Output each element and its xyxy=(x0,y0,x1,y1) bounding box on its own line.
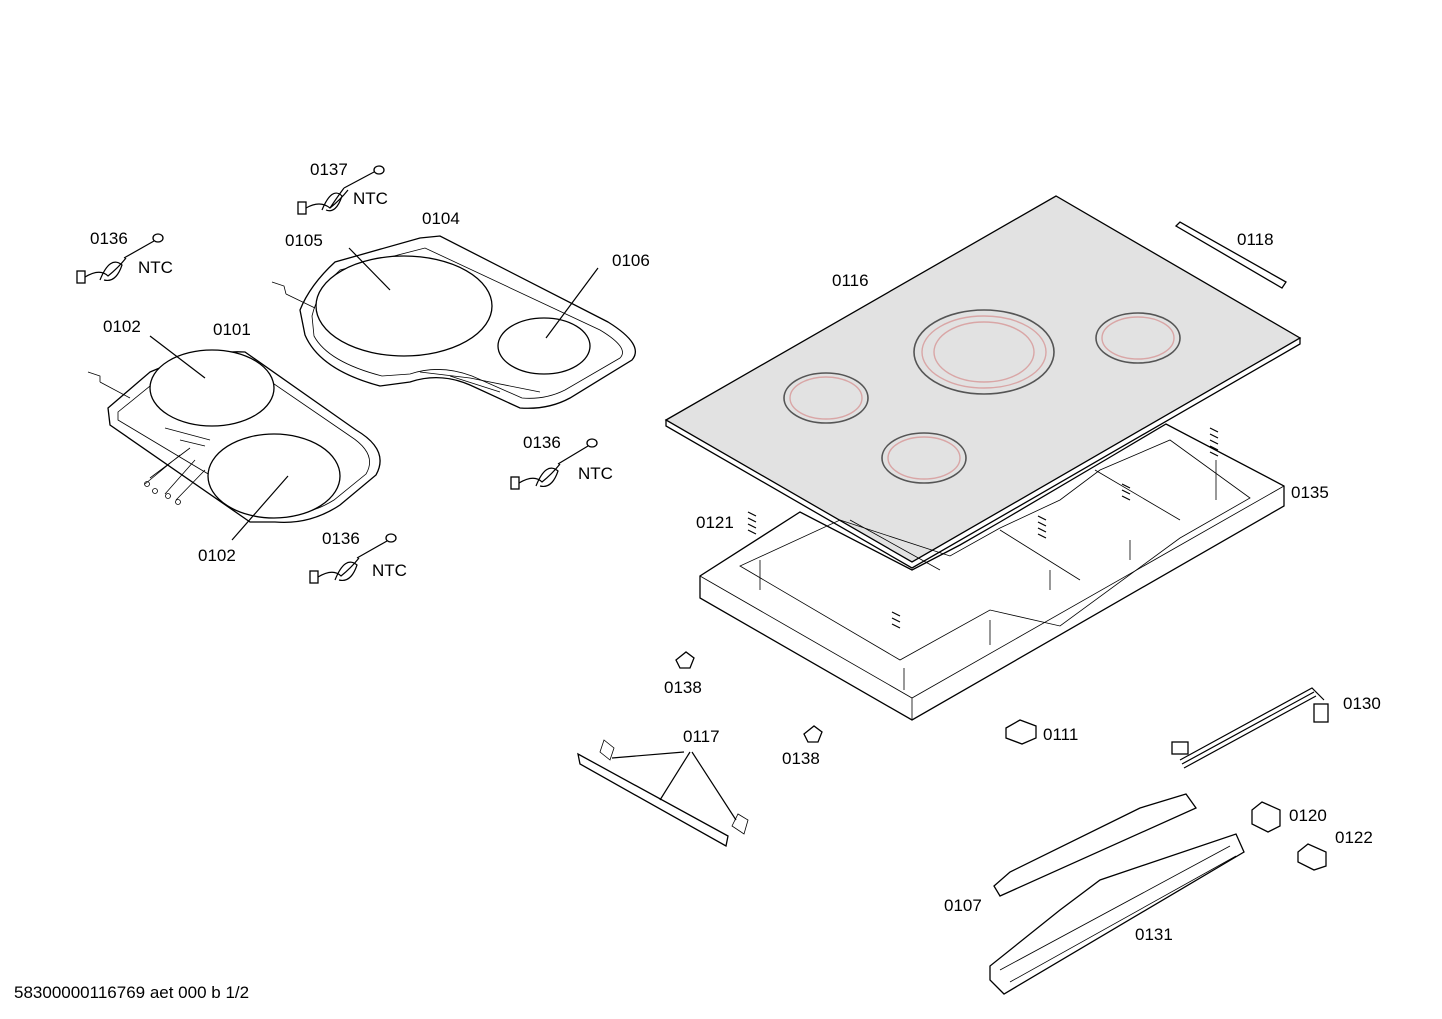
control-module-0107 xyxy=(993,793,1197,897)
heating-element-0105 xyxy=(315,255,493,357)
frame-tray-0135 xyxy=(699,423,1285,721)
label-0136: 0136 xyxy=(322,529,360,548)
label-0102: 0102 xyxy=(198,546,236,565)
label-0136: 0136 xyxy=(523,433,561,452)
bracket-0138-left xyxy=(675,651,695,669)
label-ntc: NTC xyxy=(138,258,173,277)
heating-element-0102-top xyxy=(149,349,275,427)
label-0120: 0120 xyxy=(1289,806,1327,825)
label-0138: 0138 xyxy=(782,749,820,768)
document-footer: 58300000116769 aet 000 b 1/2 xyxy=(14,983,249,1002)
label-0105: 0105 xyxy=(285,231,323,250)
label-0104: 0104 xyxy=(422,209,460,228)
label-0101: 0101 xyxy=(213,320,251,339)
part-0111 xyxy=(1005,719,1037,745)
heating-plate-0101 xyxy=(87,349,381,524)
label-0137: 0137 xyxy=(310,160,348,179)
label-ntc: NTC xyxy=(578,464,613,483)
label-0111: 0111 xyxy=(1043,725,1078,744)
ntc-sensor-0136-middle xyxy=(510,438,598,490)
ntc-sensor-0136-bottom xyxy=(309,533,397,584)
heating-element-0102-bottom xyxy=(207,433,341,519)
glass-ceramic-top-0116 xyxy=(664,195,1302,569)
leader-lines xyxy=(149,247,599,541)
bracket-0138-right xyxy=(803,725,823,743)
label-0136: 0136 xyxy=(90,229,128,248)
label-0138: 0138 xyxy=(664,678,702,697)
label-ntc: NTC xyxy=(372,561,407,580)
label-ntc: NTC xyxy=(353,189,388,208)
label-0106: 0106 xyxy=(612,251,650,270)
heating-plate-0104 xyxy=(271,235,637,409)
label-0116: 0116 xyxy=(832,271,869,290)
cable-harness-0130 xyxy=(1171,687,1329,769)
seal-strip-0118 xyxy=(1174,221,1287,289)
ntc-sensor-0136-left xyxy=(76,233,164,284)
part-0122 xyxy=(1297,843,1327,871)
part-0120 xyxy=(1251,801,1281,833)
label-0130: 0130 xyxy=(1343,694,1381,713)
label-0131: 0131 xyxy=(1135,925,1173,944)
label-0107: 0107 xyxy=(944,896,982,915)
label-0135: 0135 xyxy=(1291,483,1329,502)
part-labels: 0137 NTC 0136 NTC 0104 0105 0106 0102 01… xyxy=(90,160,1381,944)
heating-element-0106 xyxy=(497,317,591,375)
label-0121: 0121 xyxy=(696,513,734,532)
label-0117: 0117 xyxy=(683,727,720,746)
label-0118: 0118 xyxy=(1237,230,1274,249)
fixing-rail-0117 xyxy=(577,739,749,848)
label-0122: 0122 xyxy=(1335,828,1373,847)
ntc-sensor-0137 xyxy=(297,165,385,215)
housing-0131 xyxy=(989,833,1245,995)
label-0102: 0102 xyxy=(103,317,141,336)
